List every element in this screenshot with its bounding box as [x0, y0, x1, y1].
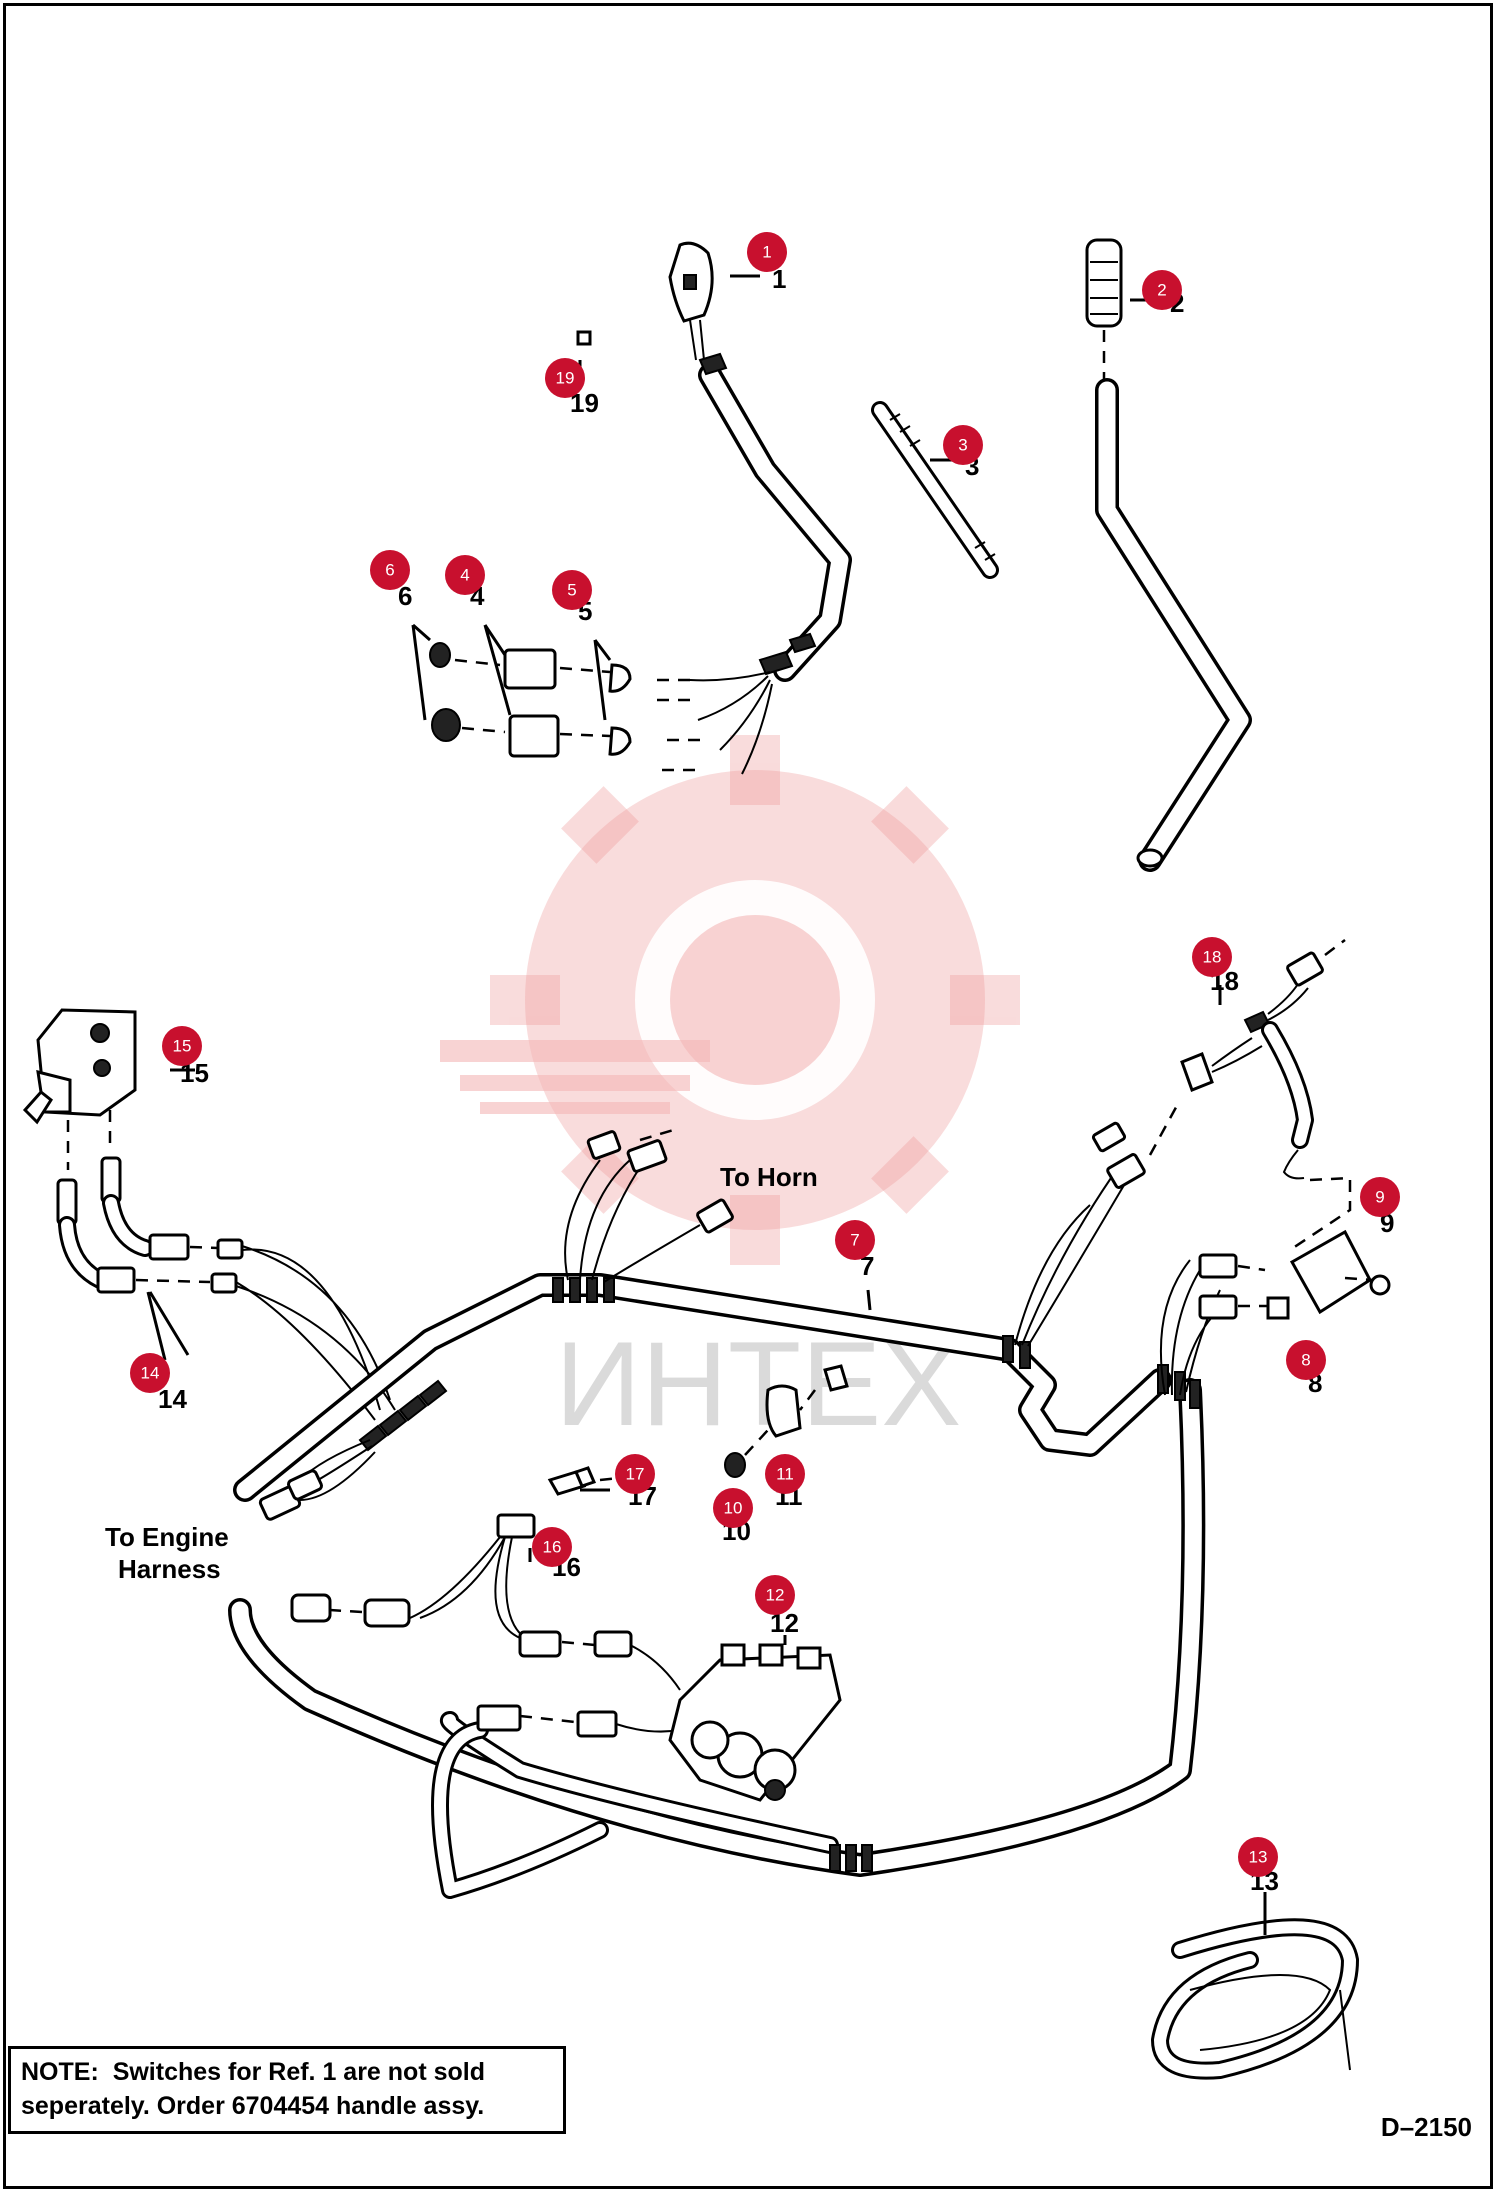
part-number-1: 1 [772, 264, 786, 294]
switch-connectors [411, 623, 632, 758]
badge-4[interactable]: 4 [445, 555, 485, 595]
svg-text:16: 16 [543, 1538, 562, 1557]
badge-18[interactable]: 18 [1192, 937, 1232, 977]
clip-19 [576, 330, 592, 346]
badge-16[interactable]: 16 [532, 1527, 572, 1567]
badge-15[interactable]: 15 [162, 1026, 202, 1066]
badge-7[interactable]: 7 [835, 1220, 875, 1260]
rod [871, 401, 999, 579]
drawing-code: D–2150 [1380, 2112, 1472, 2142]
svg-text:18: 18 [1203, 948, 1222, 967]
badge-5[interactable]: 5 [552, 570, 592, 610]
note-line2: seperately. Order 6704454 handle assy. [21, 2092, 485, 2120]
to-engine-label-line2: Harness [118, 1554, 221, 1584]
coiled-hose-13 [1151, 1892, 1359, 2080]
badge-11[interactable]: 11 [765, 1454, 805, 1494]
note-label: NOTE: [21, 2058, 99, 2086]
svg-text:3: 3 [958, 436, 967, 455]
svg-text:1: 1 [762, 243, 771, 262]
svg-text:10: 10 [724, 1499, 743, 1518]
svg-text:6: 6 [385, 561, 394, 580]
badge-1[interactable]: 1 [747, 232, 787, 272]
clamp-hardware [724, 1364, 849, 1478]
engine-connector [258, 1439, 376, 1521]
svg-text:2: 2 [1157, 281, 1166, 300]
badge-2[interactable]: 2 [1142, 270, 1182, 310]
badge-19[interactable]: 19 [545, 358, 585, 398]
note-line1: Switches for Ref. 1 are not sold [112, 2058, 485, 2086]
svg-text:9: 9 [1375, 1188, 1384, 1207]
svg-text:4: 4 [460, 566, 469, 585]
badge-10[interactable]: 10 [713, 1488, 753, 1528]
right-wires [1014, 939, 1391, 1396]
badge-3[interactable]: 3 [943, 425, 983, 465]
svg-text:14: 14 [141, 1364, 160, 1383]
badge-6[interactable]: 6 [370, 550, 410, 590]
watermark-logo [440, 735, 1020, 1265]
svg-text:12: 12 [766, 1586, 785, 1605]
part-number-7: 7 [860, 1251, 874, 1281]
to-engine-label-line1: To Engine [105, 1522, 229, 1552]
svg-text:5: 5 [567, 581, 576, 600]
horn-wires [564, 1126, 734, 1283]
to-horn-label: To Horn [720, 1162, 818, 1192]
lever-tube [1085, 238, 1252, 872]
part-number-6: 6 [398, 581, 412, 611]
valve-12-connectors [290, 1466, 842, 1899]
part-number-14: 14 [158, 1384, 187, 1414]
note-box: NOTE: Switches for Ref. 1 are not sold s… [8, 2046, 566, 2134]
handle-assembly [650, 241, 852, 775]
svg-text:13: 13 [1249, 1848, 1268, 1867]
part-numbers: 1 2 3 4 5 6 7 8 9 10 11 12 13 14 15 16 1… [158, 264, 1394, 1896]
svg-text:7: 7 [850, 1231, 859, 1250]
connectors-14 [96, 1233, 396, 1421]
badge-14[interactable]: 14 [130, 1353, 170, 1393]
svg-text:11: 11 [776, 1465, 794, 1484]
badge-8[interactable]: 8 [1286, 1340, 1326, 1380]
badge-12[interactable]: 12 [755, 1575, 795, 1615]
svg-text:17: 17 [626, 1465, 645, 1484]
badges: 1 2 3 4 5 6 7 8 9 10 11 12 13 14 15 16 1… [130, 232, 1400, 1877]
svg-text:8: 8 [1301, 1351, 1310, 1370]
diagram-frame [3, 3, 1493, 2189]
valve-15 [22, 1008, 154, 1289]
badge-13[interactable]: 13 [1238, 1837, 1278, 1877]
svg-text:15: 15 [173, 1037, 192, 1056]
badge-9[interactable]: 9 [1360, 1177, 1400, 1217]
svg-text:19: 19 [556, 369, 575, 388]
badge-17[interactable]: 17 [615, 1454, 655, 1494]
